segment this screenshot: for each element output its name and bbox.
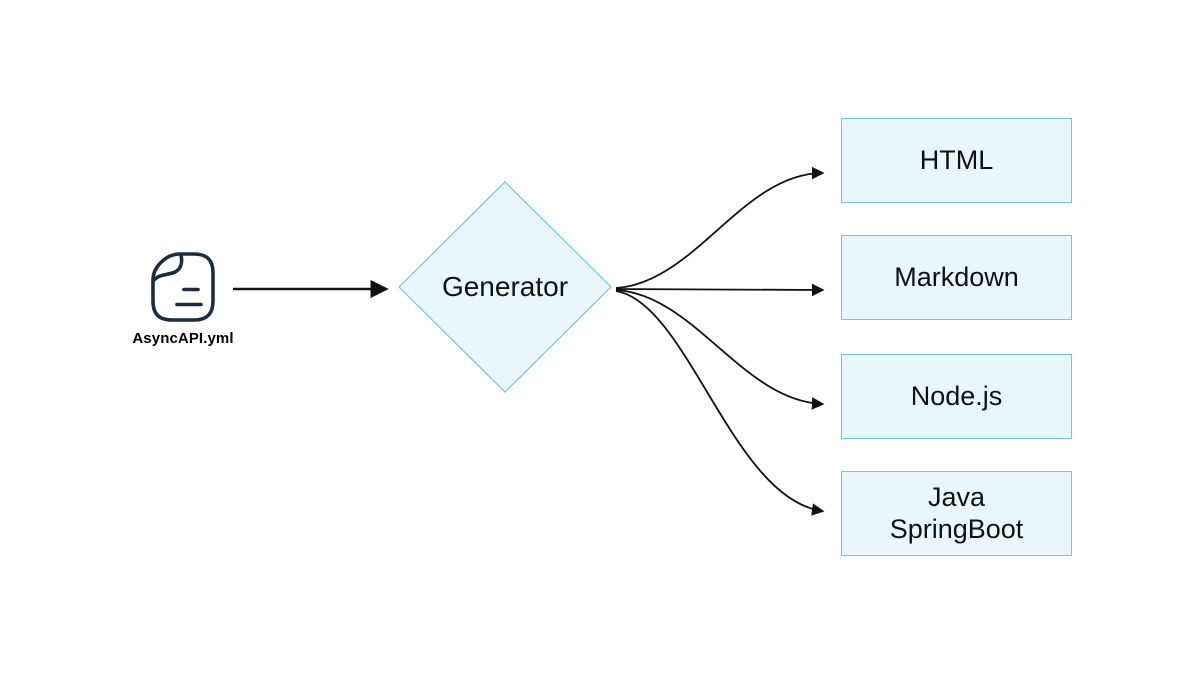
generator-diamond-shape — [398, 181, 612, 393]
output-label-java: Java SpringBoot — [889, 481, 1024, 544]
output-label-markdown: Markdown — [894, 261, 1019, 292]
output-label-html: HTML — [919, 144, 994, 175]
arrow-generator-to-nodejs — [615, 289, 825, 410]
arrow-generator-to-java — [615, 290, 825, 516]
output-box-markdown: Markdown — [841, 235, 1072, 320]
document-icon — [151, 252, 215, 322]
output-box-java: Java SpringBoot — [841, 471, 1072, 556]
output-label-nodejs: Node.js — [910, 380, 1003, 411]
output-box-html: HTML — [841, 118, 1072, 203]
generator-label: Generator — [441, 271, 569, 302]
source-label: AsyncAPI.yml — [132, 330, 234, 347]
arrow-generator-to-html — [615, 166, 825, 289]
output-box-nodejs: Node.js — [841, 354, 1072, 439]
source-node: AsyncAPI.yml — [118, 251, 248, 347]
arrow-generator-to-markdown — [615, 283, 825, 297]
